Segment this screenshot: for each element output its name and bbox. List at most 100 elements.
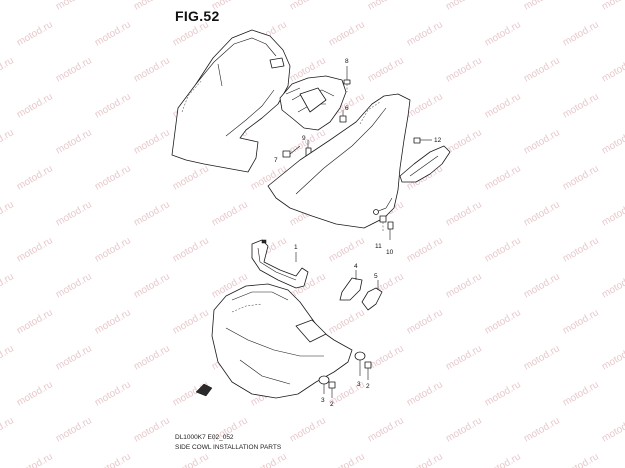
callout-3-right: 3 — [357, 381, 361, 388]
watermark-text: motod.ru — [288, 415, 328, 444]
upper-inner-bracket — [279, 75, 347, 131]
watermark-text: motod.ru — [522, 127, 562, 156]
callout-5: 5 — [374, 273, 378, 280]
callout-3-left: 3 — [321, 397, 325, 404]
callout-1: 1 — [294, 244, 298, 251]
screw-11 — [379, 215, 387, 232]
watermark-text: motod.ru — [0, 127, 16, 156]
watermark-text: motod.ru — [405, 19, 445, 48]
collar-3-left — [318, 375, 330, 394]
watermark-text: motod.ru — [405, 91, 445, 120]
watermark-text: motod.ru — [210, 199, 250, 228]
watermark-text: motod.ru — [327, 307, 367, 336]
watermark-text: motod.ru — [444, 0, 484, 13]
watermark-text: motod.ru — [600, 55, 625, 84]
watermark-text: motod.ru — [93, 163, 133, 192]
watermark-text: motod.ru — [561, 451, 601, 468]
callout-10: 10 — [386, 249, 394, 256]
watermark-text: motod.ru — [600, 343, 625, 372]
callout-11: 11 — [375, 243, 382, 250]
watermark-text: motod.ru — [600, 0, 625, 13]
watermark-text: motod.ru — [483, 235, 523, 264]
watermark-text: motod.ru — [366, 55, 406, 84]
watermark-text: motod.ru — [561, 307, 601, 336]
watermark-text: motod.ru — [483, 307, 523, 336]
lower-clip — [195, 383, 213, 397]
watermark-text: motod.ru — [0, 271, 16, 300]
screw-2-right — [364, 361, 372, 380]
watermark-text: motod.ru — [171, 307, 211, 336]
callout-2-right: 2 — [366, 383, 370, 390]
upper-cowl-left — [171, 29, 291, 173]
callout-4: 4 — [354, 263, 358, 270]
watermark-text: motod.ru — [132, 415, 172, 444]
callout-9: 9 — [302, 135, 306, 142]
watermark-text: motod.ru — [171, 451, 211, 468]
callout-2-left: 2 — [330, 401, 334, 408]
watermark-text: motod.ru — [171, 163, 211, 192]
watermark-text: motod.ru — [405, 379, 445, 408]
watermark-text: motod.ru — [600, 415, 625, 444]
watermark-text: motod.ru — [522, 199, 562, 228]
watermark-text: motod.ru — [0, 343, 16, 372]
watermark-text: motod.ru — [132, 271, 172, 300]
watermark-text: motod.ru — [93, 451, 133, 468]
watermark-text: motod.ru — [132, 127, 172, 156]
watermark-text: motod.ru — [0, 55, 16, 84]
bracket-4 — [339, 270, 363, 301]
figure-title: FIG.52 — [175, 8, 220, 24]
watermark-text: motod.ru — [132, 343, 172, 372]
screw-8 — [343, 66, 351, 92]
collar-3-right — [354, 351, 366, 376]
watermark-text: motod.ru — [15, 379, 55, 408]
watermark-text: motod.ru — [0, 0, 16, 13]
watermark-text: motod.ru — [366, 415, 406, 444]
watermark-text: motod.ru — [15, 91, 55, 120]
watermark-text: motod.ru — [54, 127, 94, 156]
figure-caption: SIDE COWL INSTALLATION PARTS — [175, 444, 282, 451]
watermark-text: motod.ru — [93, 19, 133, 48]
callout-7: 7 — [274, 157, 278, 164]
watermark-text: motod.ru — [600, 127, 625, 156]
watermark-text: motod.ru — [522, 271, 562, 300]
watermark-text: motod.ru — [522, 343, 562, 372]
callout-8: 8 — [345, 58, 349, 65]
watermark-text: motod.ru — [210, 0, 250, 13]
callout-6: 6 — [345, 105, 349, 112]
watermark-text: motod.ru — [54, 0, 94, 13]
watermark-text: motod.ru — [288, 0, 328, 13]
watermark-text: motod.ru — [366, 343, 406, 372]
watermark-text: motod.ru — [405, 451, 445, 468]
watermark-text: motod.ru — [600, 271, 625, 300]
watermark-text: motod.ru — [366, 0, 406, 13]
watermark-text: motod.ru — [93, 307, 133, 336]
watermark-text: motod.ru — [93, 91, 133, 120]
watermark-text: motod.ru — [54, 343, 94, 372]
watermark-text: motod.ru — [93, 235, 133, 264]
watermark-text: motod.ru — [327, 19, 367, 48]
watermark-text: motod.ru — [483, 379, 523, 408]
figure-code: DL1000K7 E02_052 — [175, 434, 234, 441]
watermark-text: motod.ru — [15, 307, 55, 336]
watermark-text: motod.ru — [15, 19, 55, 48]
watermark-text: motod.ru — [327, 451, 367, 468]
main-side-cowl — [267, 93, 411, 229]
screw-2-left — [328, 381, 336, 398]
watermark-text: motod.ru — [522, 415, 562, 444]
watermark-text: motod.ru — [54, 199, 94, 228]
watermark-text: motod.ru — [54, 271, 94, 300]
watermark-text: motod.ru — [444, 415, 484, 444]
watermark-text: motod.ru — [171, 19, 211, 48]
watermark-text: motod.ru — [522, 0, 562, 13]
watermark-text: motod.ru — [600, 199, 625, 228]
watermark-text: motod.ru — [132, 199, 172, 228]
watermark-text: motod.ru — [15, 235, 55, 264]
watermark-text: motod.ru — [327, 235, 367, 264]
watermark-text: motod.ru — [561, 163, 601, 192]
watermark-text: motod.ru — [483, 451, 523, 468]
watermark-text: motod.ru — [0, 199, 16, 228]
watermark-text: motod.ru — [444, 271, 484, 300]
